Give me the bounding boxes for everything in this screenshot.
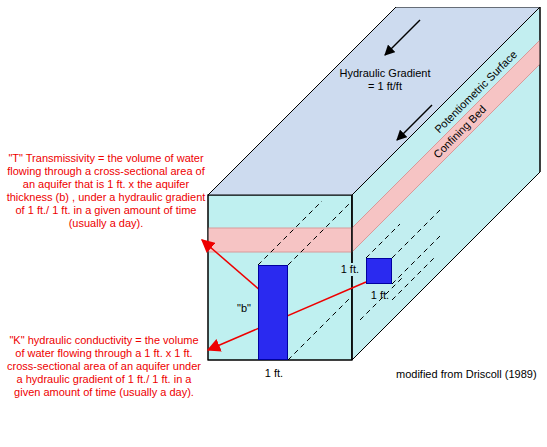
dimension-label: 1 ft. [350, 289, 410, 302]
face-label: Hydraulic Gradient = 1 ft/ft [339, 67, 431, 93]
source-note: modified from Driscoll (1989) [396, 368, 537, 381]
dimension-label: "b" [233, 302, 255, 315]
projection-lines [258, 201, 440, 360]
dimension-label: 1 ft. [244, 367, 304, 380]
unit-cube: 1 ft.1 ft. [366, 258, 392, 284]
top-face-shape [208, 7, 540, 195]
callout-note: "K" hydraulic conductivity = the volume … [4, 334, 204, 399]
callout-note: "T" Transmissivity = the volume of water… [4, 152, 208, 230]
leader-arrow [202, 240, 262, 292]
dimension-label: 1 ft. [339, 263, 361, 276]
front-face [208, 195, 352, 360]
confining-bed-front [208, 228, 352, 252]
top-face: Hydraulic Gradient = 1 ft/ft [208, 7, 540, 195]
flow-arrow [385, 20, 420, 55]
flow-arrow [397, 105, 432, 140]
thickness-bar: "b"1 ft. [258, 265, 288, 360]
